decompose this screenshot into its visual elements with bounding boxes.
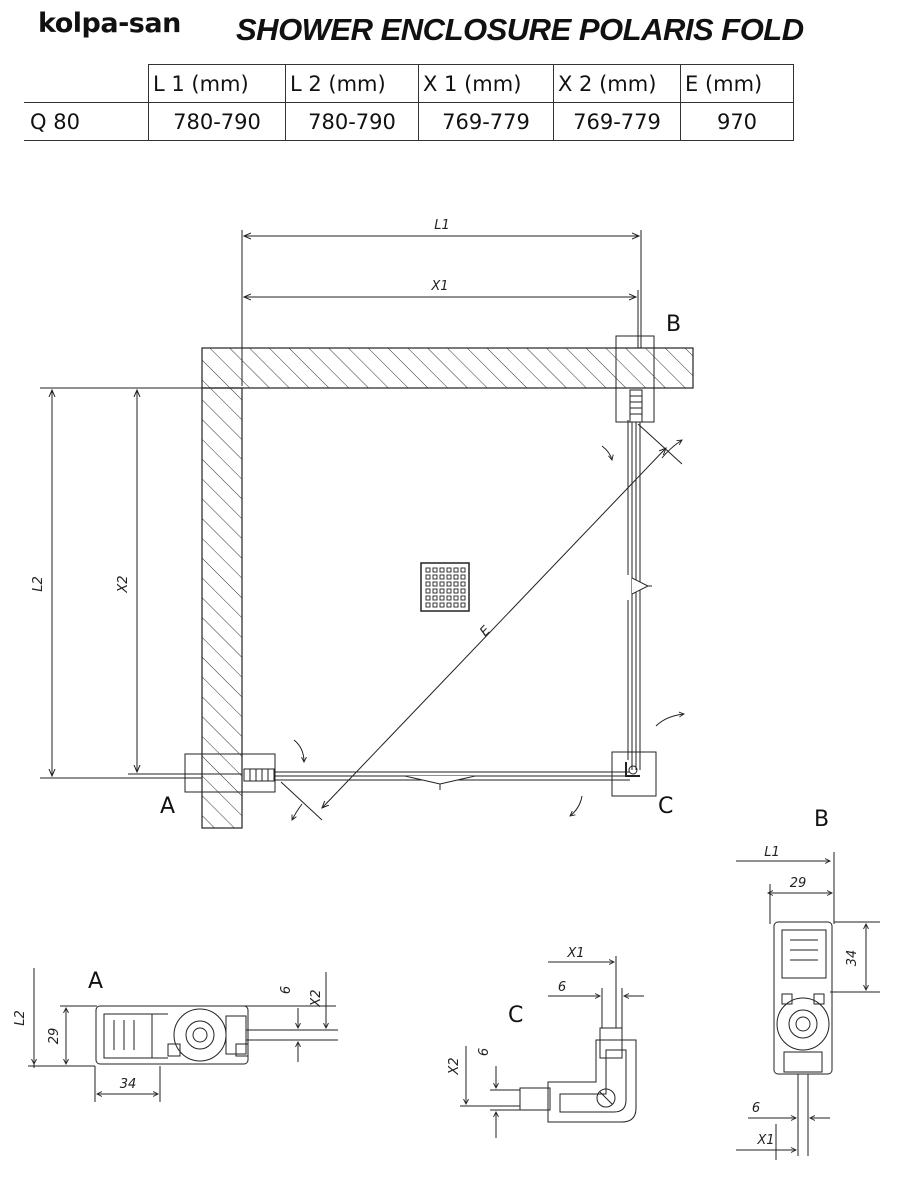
detail-b-29: 29: [790, 876, 807, 891]
corner-c-label: C: [658, 794, 673, 819]
column-header: E (mm): [680, 64, 794, 103]
detail-b: B: [736, 807, 880, 1160]
dimension-x2: [128, 390, 202, 775]
detail-c-title: C: [508, 1003, 523, 1028]
row-label: Q 80: [24, 102, 149, 141]
label-x1: X1: [430, 279, 448, 294]
detail-a-6: 6: [279, 986, 294, 994]
column-header: X 1 (mm): [418, 64, 554, 103]
detail-a-title: A: [88, 969, 103, 994]
door-right: [627, 390, 652, 770]
detail-a-x2: X2: [309, 989, 324, 1007]
wall-left: [201, 387, 243, 829]
corner-b-label: B: [666, 312, 681, 337]
corner-b-box: [615, 335, 655, 423]
corner-c-box: [611, 751, 657, 797]
wall-top: [201, 347, 694, 389]
column-header: X 2 (mm): [553, 64, 681, 103]
corner-a-box: [184, 753, 276, 793]
detail-a: A: [13, 968, 338, 1102]
dimension-l1: [241, 230, 642, 386]
label-x2: X2: [116, 575, 131, 593]
label-l1: L1: [434, 218, 450, 233]
detail-a-l2: L2: [13, 1010, 28, 1026]
table-cell: 769-779: [418, 102, 554, 141]
detail-b-x1: X1: [756, 1133, 774, 1148]
table-header-row: L 1 (mm) L 2 (mm) X 1 (mm) X 2 (mm) E (m…: [24, 64, 794, 103]
label-l2: L2: [31, 576, 46, 592]
dimension-e: [280, 423, 683, 821]
dimension-l2: [40, 387, 202, 779]
label-e: E: [477, 623, 494, 640]
detail-c-6-left: 6: [477, 1048, 492, 1056]
plan-view: L1 X1 L2 X2: [31, 218, 694, 829]
detail-b-6: 6: [752, 1101, 760, 1116]
column-header: L 1 (mm): [148, 64, 286, 103]
document-title: SHOWER ENCLOSURE POLARIS FOLD: [236, 12, 804, 47]
dimensions-table: L 1 (mm) L 2 (mm) X 1 (mm) X 2 (mm) E (m…: [24, 64, 794, 141]
swing-arrows: [292, 440, 684, 820]
corner-a-label: A: [160, 794, 175, 819]
detail-a-34: 34: [120, 1077, 137, 1092]
table-cell: 780-790: [148, 102, 286, 141]
table-cell: 780-790: [285, 102, 419, 141]
detail-b-title: B: [814, 807, 829, 832]
detail-b-l1: L1: [764, 845, 780, 860]
detail-c-x2: X2: [447, 1057, 462, 1075]
drain-grate: [420, 562, 470, 612]
detail-b-34: 34: [845, 950, 860, 967]
brand-logo: kolpa-san: [38, 8, 181, 39]
detail-a-29: 29: [47, 1028, 62, 1045]
table-row: Q 80 780-790 780-790 769-779 769-779 970: [24, 102, 794, 141]
detail-c-6-top: 6: [558, 980, 566, 995]
dimension-x1: [244, 290, 639, 348]
detail-c: C X1 6 X2: [447, 946, 644, 1138]
table-cell: 970: [680, 102, 794, 141]
detail-c-x1: X1: [566, 946, 584, 961]
